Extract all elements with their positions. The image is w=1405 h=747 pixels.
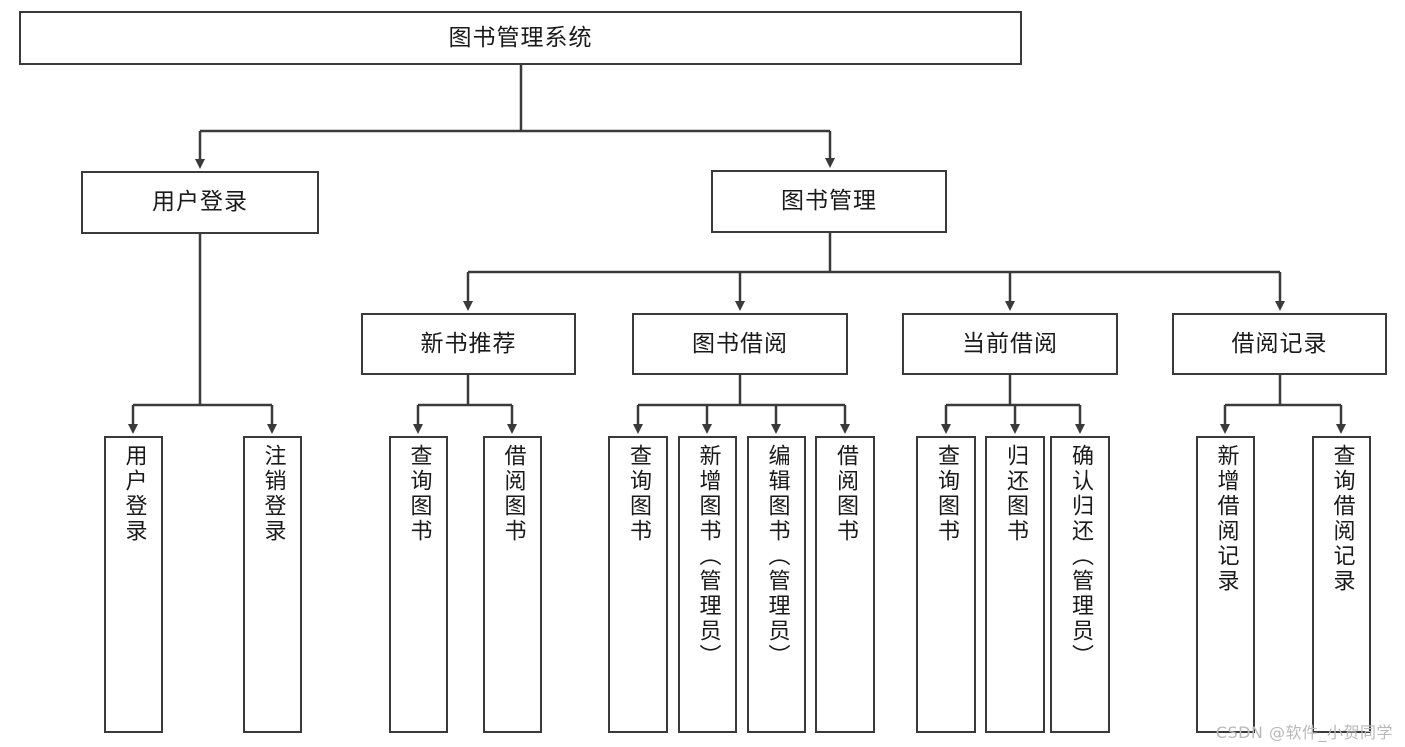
node-user-login[interactable]: 用户登录 — [81, 171, 319, 234]
leaf-logout[interactable]: 注销登录 — [243, 436, 302, 733]
leaf-return-book-label: 归还图书 — [1003, 444, 1028, 544]
leaf-query-book-new-label: 查询图书 — [406, 444, 432, 544]
leaf-query-borrow-record[interactable]: 查询借阅记录 — [1312, 436, 1371, 733]
leaf-query-borrow-record-label: 查询借阅记录 — [1329, 444, 1355, 594]
leaf-user-login[interactable]: 用户登录 — [104, 436, 163, 733]
leaf-query-book-new[interactable]: 查询图书 — [389, 436, 448, 733]
node-user-login-label: 用户登录 — [152, 189, 248, 216]
node-book-borrow-label: 图书借阅 — [692, 330, 788, 357]
node-root-label: 图书管理系统 — [448, 24, 593, 51]
node-current-borrow[interactable]: 当前借阅 — [902, 313, 1118, 375]
leaf-confirm-return-admin-label: 确认归还（管理员） — [1068, 444, 1093, 669]
csdn-watermark: CSDN @软件_小贺同学 — [1215, 723, 1393, 742]
leaf-query-book-current-label: 查询图书 — [934, 444, 959, 544]
leaf-add-borrow-record[interactable]: 新增借阅记录 — [1196, 436, 1255, 733]
node-new-book-recommend-label: 新书推荐 — [420, 330, 517, 357]
leaf-borrow-book-label: 借阅图书 — [833, 444, 858, 544]
node-borrow-record[interactable]: 借阅记录 — [1172, 313, 1387, 375]
node-book-borrow[interactable]: 图书借阅 — [632, 313, 848, 375]
node-book-management[interactable]: 图书管理 — [711, 170, 947, 233]
node-borrow-record-label: 借阅记录 — [1231, 330, 1328, 357]
leaf-query-book-borrow[interactable]: 查询图书 — [608, 436, 668, 733]
leaf-add-book-admin-label: 新增图书（管理员） — [695, 444, 721, 669]
node-current-borrow-label: 当前借阅 — [962, 330, 1058, 357]
leaf-query-book-borrow-label: 查询图书 — [626, 444, 651, 544]
leaf-return-book[interactable]: 归还图书 — [985, 436, 1045, 733]
leaf-borrow-book-new-label: 借阅图书 — [500, 444, 526, 544]
leaf-logout-label: 注销登录 — [260, 444, 286, 544]
leaf-user-login-label: 用户登录 — [121, 444, 147, 544]
leaf-add-borrow-record-label: 新增借阅记录 — [1213, 444, 1239, 594]
leaf-borrow-book-new[interactable]: 借阅图书 — [483, 436, 542, 733]
leaf-query-book-current[interactable]: 查询图书 — [916, 436, 976, 733]
leaf-borrow-book[interactable]: 借阅图书 — [815, 436, 875, 733]
node-new-book-recommend[interactable]: 新书推荐 — [361, 313, 576, 375]
node-root[interactable]: 图书管理系统 — [19, 11, 1022, 65]
leaf-edit-book-admin-label: 编辑图书（管理员） — [764, 444, 790, 669]
node-book-management-label: 图书管理 — [781, 188, 877, 215]
leaf-confirm-return-admin[interactable]: 确认归还（管理员） — [1050, 436, 1110, 733]
leaf-add-book-admin[interactable]: 新增图书（管理员） — [678, 436, 737, 733]
leaf-edit-book-admin[interactable]: 编辑图书（管理员） — [747, 436, 806, 733]
